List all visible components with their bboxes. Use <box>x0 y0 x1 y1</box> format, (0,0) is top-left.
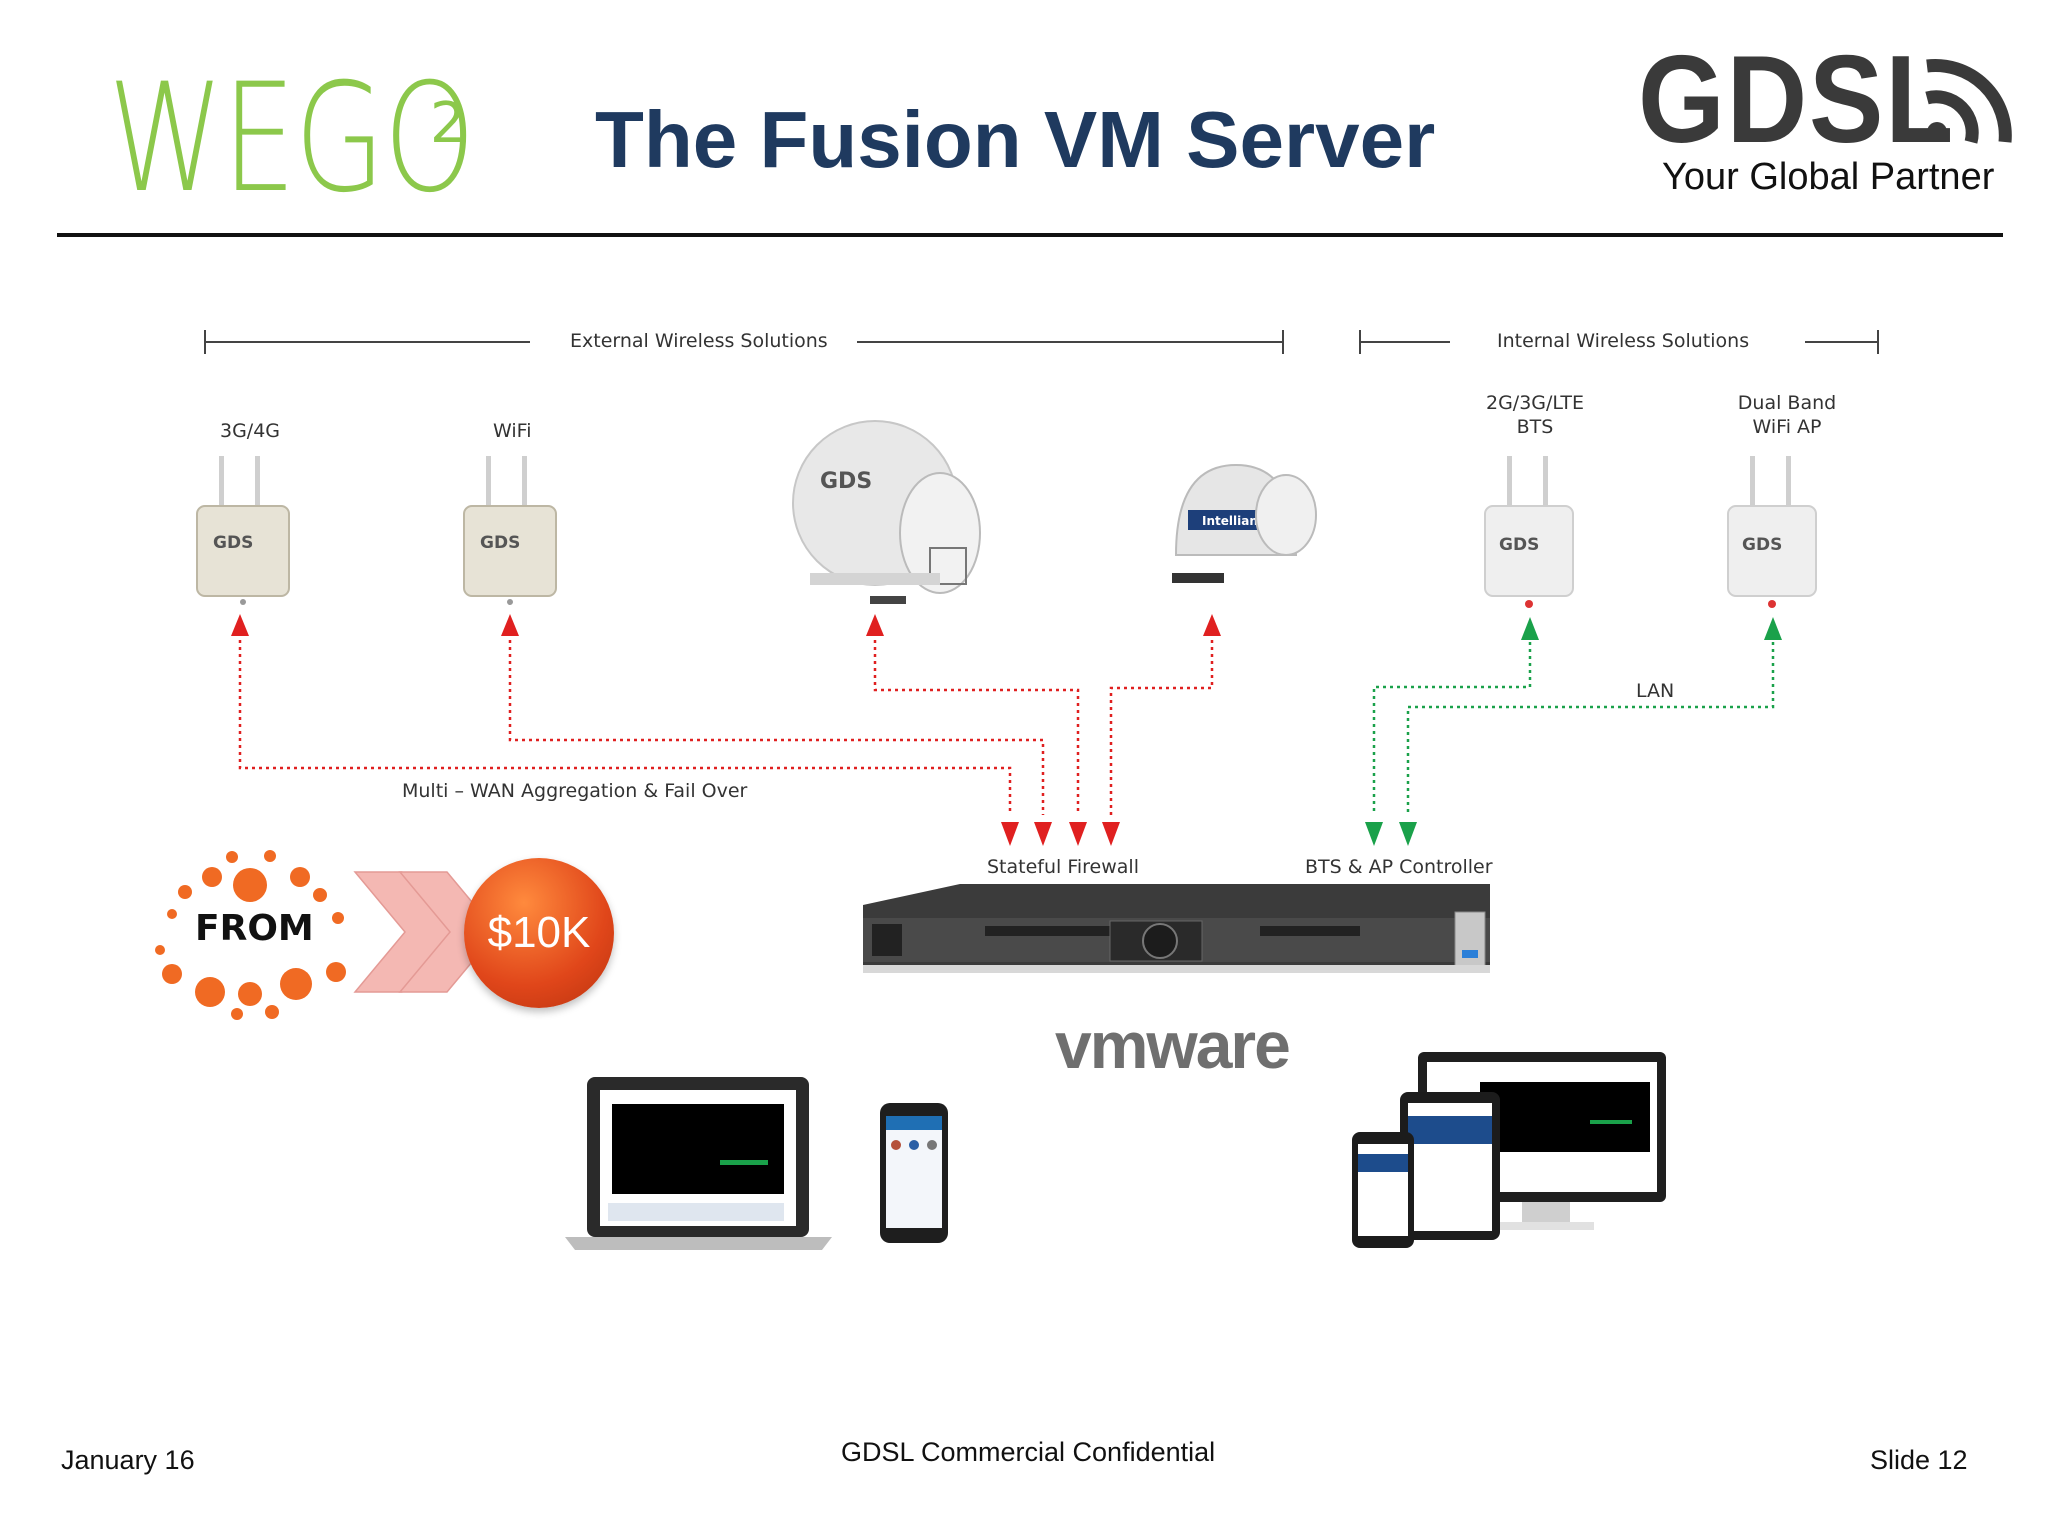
lan-label: LAN <box>1636 680 1675 702</box>
external-bracket <box>204 330 1284 354</box>
svg-text:Intellian: Intellian <box>1202 514 1258 528</box>
label-bts-line2: BTS <box>1516 415 1554 438</box>
router-3g4g-icon: GDS <box>196 456 290 605</box>
vsat-dome-icon: GDS <box>792 420 981 604</box>
lan-links <box>1372 642 1775 815</box>
label-ap: Dual Band WiFi AP <box>1722 392 1852 440</box>
stateful-firewall-label: Stateful Firewall <box>987 856 1139 878</box>
label-ap-line2: WiFi AP <box>1752 415 1822 438</box>
bts-ap-controller-label: BTS & AP Controller <box>1305 856 1493 878</box>
promo-price: $10K <box>487 908 591 957</box>
router-wifi-icon: GDS <box>463 456 557 605</box>
wego-logo-superscript: 2 <box>430 91 466 156</box>
gdsl-logo-text: GDSL <box>1638 31 1956 169</box>
wireless-signal-icon <box>1925 59 2012 144</box>
vmware-logo: vmware <box>1055 1008 1291 1082</box>
lan-arrowheads <box>1365 617 1782 846</box>
multi-device-icon <box>1352 1052 1666 1248</box>
footer-confidential: GDSL Commercial Confidential <box>841 1437 1216 1467</box>
label-wifi: WiFi <box>493 420 532 442</box>
wego-logo: WEGO <box>108 52 476 226</box>
slide-title: The Fusion VM Server <box>595 95 1436 184</box>
gdsl-logo: GDSL <box>1638 38 1955 162</box>
internal-bracket <box>1359 330 1879 354</box>
laptop-icon <box>565 1077 832 1250</box>
wan-aggregation-label: Multi – WAN Aggregation & Fail Over <box>402 780 748 802</box>
promo-price-badge: $10K <box>464 858 614 1008</box>
label-bts-line1: 2G/3G/LTE <box>1485 392 1584 414</box>
rack-server-icon <box>863 884 1490 973</box>
svg-text:GDS: GDS <box>213 533 253 553</box>
wan-links <box>238 640 1214 815</box>
footer-slide-number: Slide 12 <box>1870 1445 1968 1475</box>
svg-text:GDS: GDS <box>820 469 872 494</box>
from-dots-ring-icon <box>155 850 346 1020</box>
smartphone-icon <box>880 1103 948 1243</box>
label-3g4g: 3G/4G <box>220 420 281 442</box>
intellian-dome-icon: Intellian <box>1172 463 1317 583</box>
tagline: Your Global Partner <box>1662 156 1995 198</box>
svg-text:GDS: GDS <box>1499 535 1539 555</box>
label-ap-line1: Dual Band <box>1737 392 1837 414</box>
svg-text:GDS: GDS <box>480 533 520 553</box>
external-solutions-label: External Wireless Solutions <box>570 330 828 352</box>
svg-text:GDS: GDS <box>1742 535 1782 555</box>
router-bts-icon: GDS <box>1484 456 1574 608</box>
footer-date: January 16 <box>61 1445 195 1475</box>
wan-arrowheads <box>231 614 1221 846</box>
promo-from-label: FROM <box>195 908 314 949</box>
header-divider <box>57 233 2003 237</box>
router-ap-icon: GDS <box>1727 456 1817 608</box>
label-bts: 2G/3G/LTE BTS <box>1470 392 1600 440</box>
internal-solutions-label: Internal Wireless Solutions <box>1497 330 1750 352</box>
